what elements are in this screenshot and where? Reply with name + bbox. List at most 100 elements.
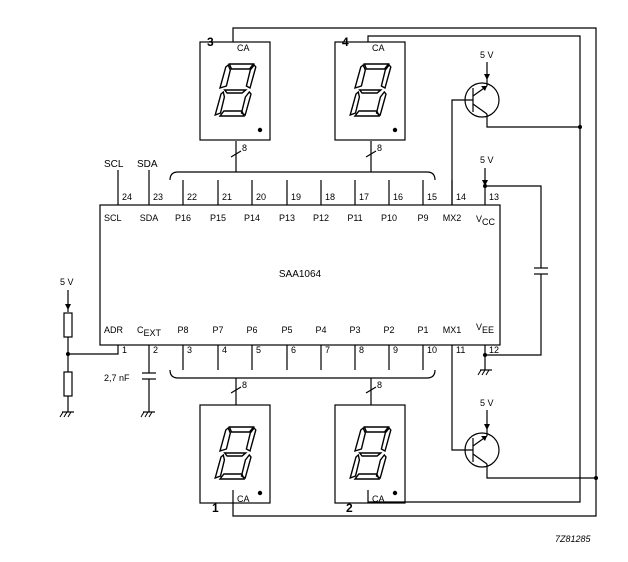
top-pin-label: MX2: [443, 213, 462, 223]
adr-resistor-top: [63, 312, 73, 338]
top-pin-label: P10: [381, 213, 397, 223]
top-pin-label: P11: [347, 213, 362, 223]
sda-input-label: SDA: [137, 159, 158, 170]
ground-symbol-cext: [140, 411, 155, 418]
adr-resistor-bottom: [63, 371, 73, 397]
vcc-supply-label: 5 V: [480, 155, 494, 165]
bottom-pin-label: ADR: [104, 325, 124, 335]
bottom-pin-number: 5: [256, 345, 261, 355]
top-pin-number: 16: [393, 192, 403, 202]
ca-display-4-wire: [367, 35, 581, 503]
bottom-pin-number: 8: [359, 345, 364, 355]
display-ca-label: CA: [372, 43, 385, 53]
top-pin-number: 19: [291, 192, 301, 202]
ca-display-3-wire: [232, 27, 597, 478]
top-pin-number: 18: [325, 192, 335, 202]
top-pin-number: 20: [256, 192, 266, 202]
digit-segments: [349, 63, 392, 117]
bottom-pin-number: 1: [122, 345, 127, 355]
display-number: 2: [346, 501, 353, 515]
cap-to-vee-wire: [485, 274, 542, 356]
bus-slash-display-3: [230, 150, 242, 158]
display-number: 3: [207, 35, 214, 49]
mx2-base-wire: [451, 99, 473, 205]
top-pin-label: SCL: [104, 213, 122, 223]
bottom-pin-label: P1: [417, 325, 428, 335]
bottom-pin-label: P2: [383, 325, 394, 335]
bottom-pin-number: 4: [222, 345, 227, 355]
mx2-supply-label: 5 V: [480, 50, 494, 60]
bus-width-display-1: 8: [242, 380, 247, 390]
vcc-label: VCC: [476, 214, 496, 227]
digit-segments: [214, 63, 257, 117]
top-pin-label: P12: [313, 213, 329, 223]
bottom-pin-label: P4: [315, 325, 326, 335]
display-ca-label: CA: [237, 494, 250, 504]
top-pin-label: P9: [417, 213, 428, 223]
adr-to-pin-wire: [68, 345, 119, 355]
top-pin-label: SDA: [140, 213, 159, 223]
display-ca-label: CA: [237, 43, 250, 53]
transistor-mx2: [464, 82, 500, 118]
decimal-point: [392, 127, 398, 133]
bottom-pin-label: P7: [212, 325, 223, 335]
decimal-point: [257, 490, 263, 496]
display-number: 1: [212, 501, 219, 515]
mx1-supply-arrowhead: [484, 424, 490, 430]
top-pin-number: 22: [187, 192, 197, 202]
bus-slash-display-1: [230, 386, 242, 394]
mx1-base-wire: [451, 345, 473, 451]
ca-display-1-wire: [232, 478, 597, 517]
bottom-pin-label: P8: [177, 325, 188, 335]
digit-segments: [214, 426, 257, 480]
top-segment-bus-brace: [169, 171, 436, 181]
ic-body: [99, 204, 501, 346]
top-pin-label: P15: [210, 213, 226, 223]
decimal-point: [257, 127, 263, 133]
bottom-segment-bus-brace: [169, 369, 436, 379]
vee-pin-number: 12: [489, 345, 499, 355]
mx1-supply-label: 5 V: [480, 398, 494, 408]
bottom-pin-number: 10: [427, 345, 437, 355]
top-pin-group: 24SCL23SDA22P1621P1520P1419P1318P1217P11…: [104, 170, 466, 223]
mx1-collector-wire: [486, 464, 596, 479]
cext-cap-value: 2,7 nF: [104, 373, 130, 383]
vee-label: VEE: [476, 322, 494, 335]
digit-segments: [349, 426, 392, 480]
seven-segment-display-1: 1 CA: [199, 404, 271, 515]
figure-code: 7Z81285: [555, 534, 592, 544]
top-pin-number: 17: [359, 192, 369, 202]
scl-input-label: SCL: [104, 159, 124, 170]
bus-slash-display-4: [365, 150, 377, 158]
top-pin-number: 15: [427, 192, 437, 202]
bottom-pin-label: P3: [349, 325, 360, 335]
adr-supply-label: 5 V: [60, 277, 74, 287]
vcc-supply-arrowhead: [482, 180, 488, 186]
display-ca-label: CA: [372, 494, 385, 504]
bottom-pin-label: MX1: [443, 325, 462, 335]
top-pin-number: 23: [153, 192, 163, 202]
top-pin-label: P14: [244, 213, 260, 223]
mx2-collector-wire: [486, 114, 580, 128]
mx2-supply-arrowhead: [484, 74, 490, 80]
adr-supply-arrowhead: [65, 304, 71, 310]
top-pin-label: P16: [175, 213, 191, 223]
bus-slash-display-2: [365, 386, 377, 394]
top-pin-number: 21: [222, 192, 232, 202]
decimal-point: [392, 490, 398, 496]
seven-segment-display-2: 2 CA: [334, 404, 406, 515]
bus-width-display-2: 8: [377, 380, 382, 390]
ground-symbol-vee: [477, 369, 492, 376]
bus-width-display-3: 8: [242, 143, 247, 153]
vee-node: [483, 353, 487, 357]
bottom-pin-label: P6: [246, 325, 257, 335]
top-pin-number: 14: [456, 192, 466, 202]
bottom-pin-number: 11: [456, 345, 465, 355]
vcc-to-cap-wire: [485, 185, 542, 268]
bottom-pin-number: 3: [187, 345, 192, 355]
